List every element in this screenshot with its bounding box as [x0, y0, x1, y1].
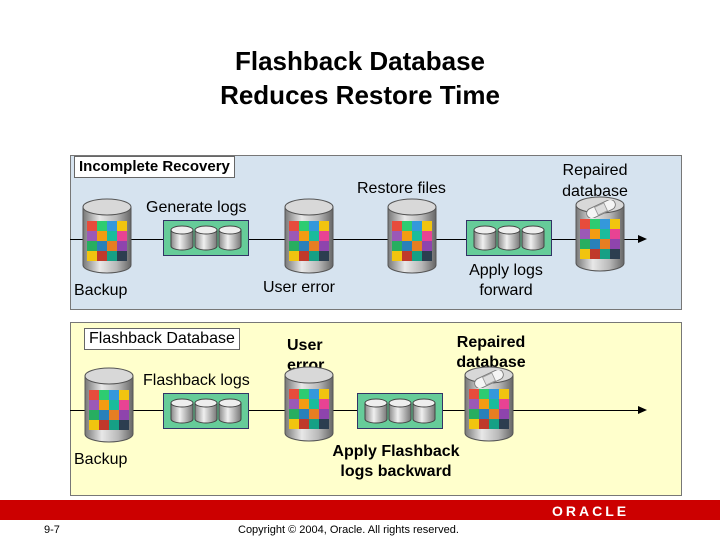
applied-logs-strip	[466, 220, 552, 256]
database-cylinder-icon	[81, 197, 133, 275]
repaired-database-bottom-line2: database	[456, 354, 526, 371]
apply-flashback-line1: Apply Flashback	[332, 443, 460, 460]
copyright-text: Copyright © 2004, Oracle. All rights res…	[238, 524, 459, 536]
timeline-bottom	[70, 410, 642, 411]
generated-logs-strip	[163, 220, 249, 256]
database-cylinder-icon	[386, 197, 438, 275]
log-cylinder-icon	[412, 398, 436, 424]
restore-files-label: Restore files	[357, 180, 446, 197]
log-cylinder-icon	[194, 398, 218, 424]
log-cylinder-icon	[497, 225, 521, 251]
bandage-icon	[472, 370, 506, 388]
log-cylinder-icon	[473, 225, 497, 251]
apply-flashback-line2: logs backward	[340, 463, 452, 480]
flashback-logs-label: Flashback logs	[143, 372, 250, 389]
repaired-database-bottom-line1: Repaired	[456, 334, 526, 351]
backup-label-bottom: Backup	[74, 451, 128, 468]
footer-bar	[0, 500, 720, 520]
apply-logs-line2: forward	[479, 282, 533, 299]
slide-title-line1: Flashback Database	[234, 46, 485, 76]
apply-logs-forward-label: Apply logs forward	[456, 261, 556, 301]
log-cylinder-icon	[218, 225, 242, 251]
repaired-database-line2: database	[562, 183, 628, 200]
database-cylinder-icon	[283, 197, 335, 275]
log-cylinder-icon	[388, 398, 412, 424]
database-cylinder-icon	[83, 366, 135, 444]
log-cylinder-icon	[364, 398, 388, 424]
flashback-database-heading: Flashback Database	[84, 328, 240, 350]
slide-number: 9-7	[44, 524, 60, 536]
repaired-database-label-bottom: Repaired database	[444, 333, 538, 373]
generate-logs-label: Generate logs	[146, 199, 247, 216]
user-error-label-top: User error	[263, 279, 336, 296]
apply-logs-line1: Apply logs	[469, 262, 543, 279]
slide-title-line2: Reduces Restore Time	[220, 80, 500, 110]
incomplete-recovery-heading: Incomplete Recovery	[74, 156, 235, 178]
timeline-bottom-arrowhead-icon	[638, 406, 647, 414]
log-cylinder-icon	[170, 398, 194, 424]
flashback-logs-backward-strip	[357, 393, 443, 429]
oracle-logo: ORACLE	[552, 503, 630, 519]
repaired-database-label: Repaired database	[552, 160, 638, 202]
log-cylinder-icon	[218, 398, 242, 424]
backup-label-top: Backup	[74, 282, 128, 299]
apply-flashback-logs-label: Apply Flashback logs backward	[323, 442, 469, 482]
timeline-top-arrowhead-icon	[638, 235, 647, 243]
bandage-icon	[584, 200, 618, 218]
repaired-database-line1: Repaired	[562, 162, 628, 179]
timeline-top	[70, 239, 642, 240]
log-cylinder-icon	[170, 225, 194, 251]
log-cylinder-icon	[521, 225, 545, 251]
log-cylinder-icon	[194, 225, 218, 251]
flashback-logs-strip	[163, 393, 249, 429]
database-cylinder-icon	[283, 365, 335, 443]
user-error-line1: User	[287, 337, 323, 354]
